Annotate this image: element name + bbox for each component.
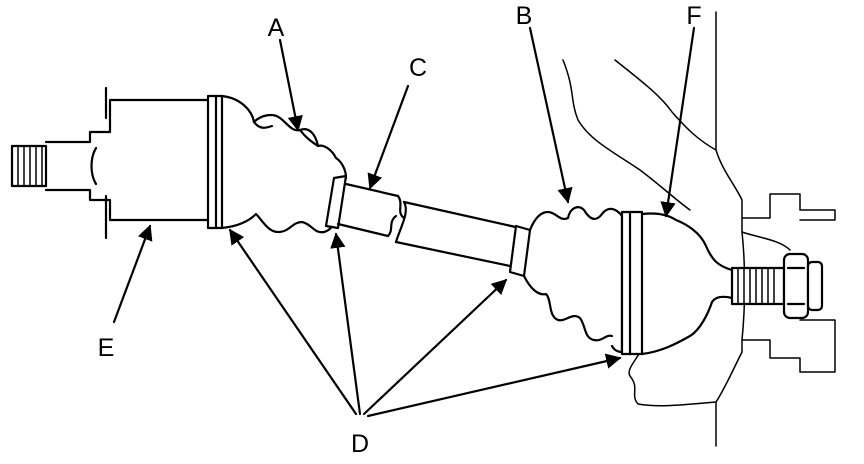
inner-boot-clamp xyxy=(324,174,348,230)
axle-nut xyxy=(782,252,824,320)
callout-a: A xyxy=(268,14,285,42)
inner-joint-flange xyxy=(206,94,224,230)
callout-b: B xyxy=(516,2,533,30)
callout-d: D xyxy=(351,430,369,458)
leader-lines xyxy=(112,26,696,418)
leader-f xyxy=(660,26,696,218)
leader-d-2 xyxy=(330,232,362,416)
leader-d-1 xyxy=(228,228,358,416)
leader-b xyxy=(528,26,573,204)
intermediate-shaft xyxy=(336,182,522,268)
leader-c xyxy=(367,84,410,190)
outer-joint-housing xyxy=(640,212,734,356)
leader-d-3 xyxy=(362,278,508,416)
knuckle-outline xyxy=(562,11,836,447)
outer-boot-clamp xyxy=(508,224,532,278)
leader-d-4 xyxy=(366,353,622,418)
leader-a xyxy=(278,38,303,132)
callout-e: E xyxy=(98,334,115,362)
outer-boot xyxy=(522,206,624,354)
callout-f: F xyxy=(686,2,701,30)
outer-stub-shaft xyxy=(730,266,786,306)
callout-c: C xyxy=(409,54,427,82)
inner-stub-shaft xyxy=(10,86,210,240)
outer-joint-flange xyxy=(620,210,644,356)
leader-e xyxy=(112,224,153,324)
